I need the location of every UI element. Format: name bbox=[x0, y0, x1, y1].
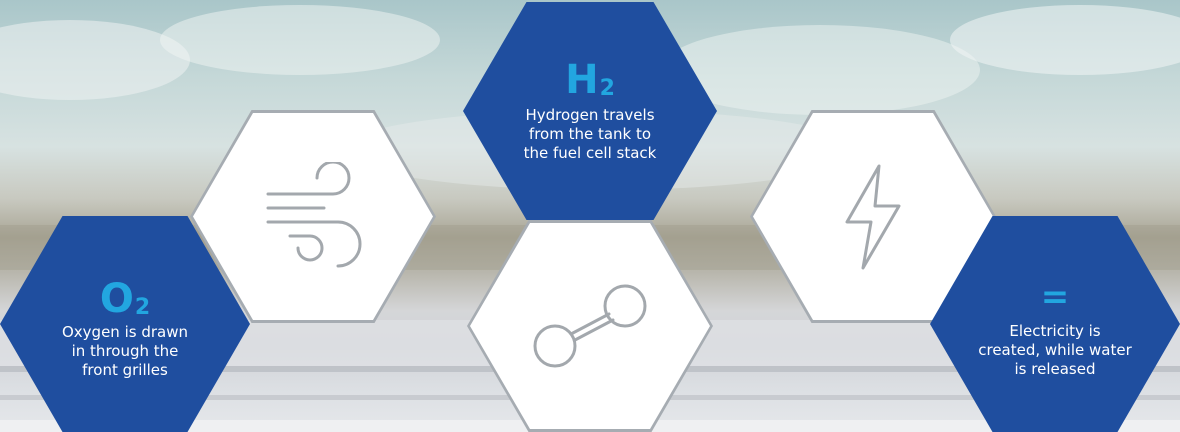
hydrogen-symbol: H2 bbox=[565, 60, 615, 100]
molecule-hexagon bbox=[470, 223, 710, 429]
oxygen-description-line: front grilles bbox=[82, 360, 168, 379]
equals-symbol: = bbox=[1041, 280, 1070, 314]
hydrogen-description: Hydrogen travels from the tank to the fu… bbox=[524, 106, 657, 163]
hydrogen-description-line: Hydrogen travels bbox=[525, 105, 655, 124]
hydrogen-description-line: from the tank to bbox=[528, 124, 652, 143]
electricity-description: Electricity is created, while water is r… bbox=[978, 322, 1132, 379]
equals-symbol-text: = bbox=[1040, 276, 1070, 317]
lightning-bolt-icon bbox=[833, 162, 913, 272]
oxygen-symbol-letter: O bbox=[99, 275, 134, 322]
oxygen-symbol: O2 bbox=[100, 279, 150, 319]
electricity-description-line: Electricity is bbox=[1009, 321, 1101, 340]
oxygen-description-line: Oxygen is drawn bbox=[62, 322, 188, 341]
oxygen-hexagon: O2 Oxygen is drawn in through the front … bbox=[0, 216, 250, 432]
wind-icon bbox=[238, 161, 388, 272]
hydrogen-symbol-letter: H bbox=[565, 56, 599, 103]
wind-hexagon bbox=[193, 113, 433, 320]
oxygen-symbol-subscript: 2 bbox=[134, 294, 151, 320]
oxygen-description-line: in through the bbox=[71, 341, 179, 360]
hydrogen-symbol-subscript: 2 bbox=[599, 75, 615, 101]
electricity-description-line: created, while water bbox=[978, 340, 1132, 359]
electricity-description-line: is released bbox=[1014, 359, 1096, 378]
hydrogen-description-line: the fuel cell stack bbox=[523, 143, 657, 162]
hydrogen-molecule-icon bbox=[515, 276, 665, 376]
oxygen-description: Oxygen is drawn in through the front gri… bbox=[62, 323, 188, 380]
